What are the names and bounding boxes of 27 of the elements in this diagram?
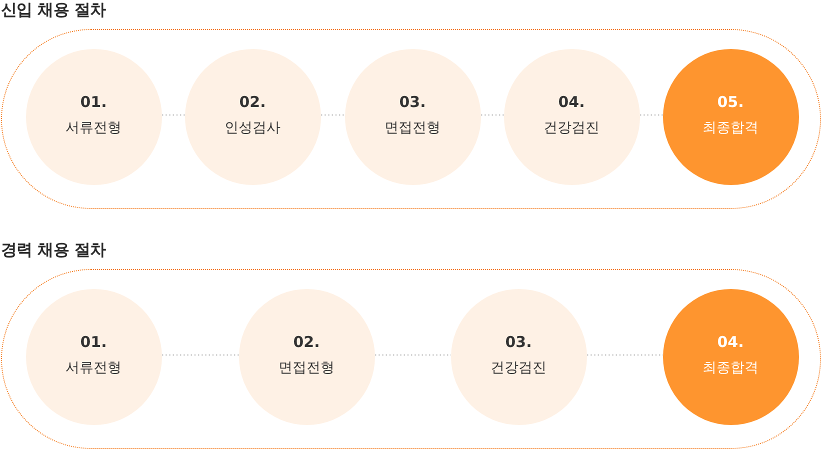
- step-name: 최종합격: [702, 358, 758, 376]
- step-name: 최종합격: [702, 118, 758, 136]
- section-title: 신입 채용 절차: [1, 0, 106, 20]
- dotted-connector: [375, 354, 451, 356]
- dotted-connector: [481, 114, 504, 116]
- step-name: 인성검사: [224, 118, 280, 136]
- step-number: 02.: [293, 332, 320, 350]
- dotted-connector: [162, 114, 185, 116]
- dotted-connector: [640, 114, 663, 116]
- dotted-connector: [587, 354, 663, 356]
- step-name: 서류전형: [66, 118, 122, 136]
- step-number: 01.: [80, 332, 107, 350]
- step-number: 05.: [717, 92, 744, 110]
- step-number: 01.: [80, 92, 107, 110]
- step-name: 면접전형: [384, 118, 440, 136]
- dotted-connector: [321, 114, 345, 116]
- step-number: 02.: [239, 92, 266, 110]
- step-name: 서류전형: [66, 358, 122, 376]
- dotted-connector: [162, 354, 239, 356]
- section-title: 경력 채용 절차: [1, 240, 106, 260]
- step-name: 건강검진: [544, 118, 600, 136]
- step-number: 03.: [399, 92, 426, 110]
- step-name: 건강검진: [490, 358, 546, 376]
- step-number: 04.: [717, 332, 744, 350]
- step-name: 면접전형: [278, 358, 334, 376]
- step-number: 04.: [558, 92, 585, 110]
- step-number: 03.: [505, 332, 532, 350]
